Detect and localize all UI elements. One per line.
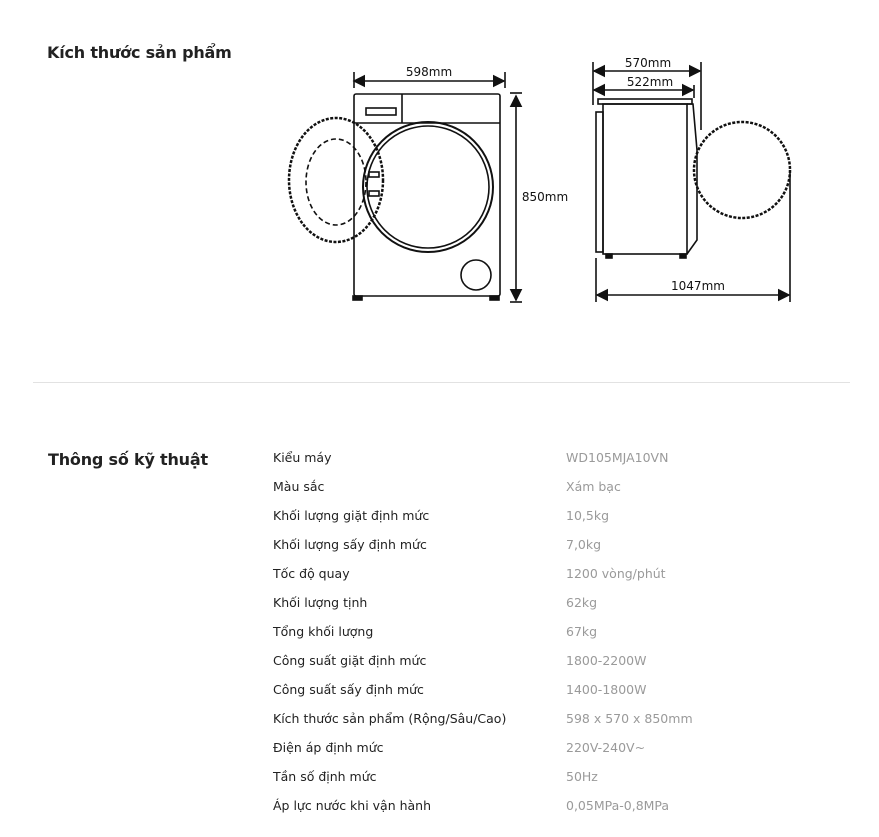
spec-value: 67kg <box>566 624 598 639</box>
depth-total-label: 570mm <box>625 56 671 70</box>
spec-label: Tần số định mức <box>273 769 377 784</box>
spec-row: Tốc độ quay 1200 vòng/phút <box>273 565 693 594</box>
spec-label: Khối lượng tịnh <box>273 595 368 610</box>
height-label: 850mm <box>522 190 568 204</box>
spec-value: Xám bạc <box>566 479 621 494</box>
spec-label: Công suất sấy định mức <box>273 682 424 697</box>
spec-row: Áp lực nước khi vận hành 0,05MPa-0,8MPa <box>273 797 693 826</box>
side-view <box>592 62 792 302</box>
spec-value: 220V-240V~ <box>566 740 646 755</box>
spec-label: Kiểu máy <box>273 450 332 465</box>
spec-label: Màu sắc <box>273 479 325 494</box>
spec-row: Kiểu máy WD105MJA10VN <box>273 449 693 478</box>
spec-row: Kích thước sản phẩm (Rộng/Sâu/Cao) 598 x … <box>273 710 693 739</box>
dimensions-title: Kích thước sản phẩm <box>47 43 232 62</box>
spec-row: Công suất giặt định mức 1800-2200W <box>273 652 693 681</box>
spec-row: Điện áp định mức 220V-240V~ <box>273 739 693 768</box>
spec-value: 50Hz <box>566 769 598 784</box>
spec-label: Tốc độ quay <box>273 566 350 581</box>
spec-label: Áp lực nước khi vận hành <box>273 798 432 813</box>
spec-row: Màu sắc Xám bạc <box>273 478 693 507</box>
depth-door-open-label: 1047mm <box>671 279 725 293</box>
spec-value: 7,0kg <box>566 537 602 552</box>
spec-label: Công suất giặt định mức <box>273 653 427 668</box>
spec-row: Khối lượng sấy định mức 7,0kg <box>273 536 693 565</box>
spec-value: 0,05MPa-0,8MPa <box>566 798 670 813</box>
front-view <box>287 72 523 303</box>
spec-value: 598 x 570 x 850mm <box>566 711 693 726</box>
spec-value: 62kg <box>566 595 598 610</box>
spec-label: Tổng khối lượng <box>273 624 374 639</box>
spec-value: 10,5kg <box>566 508 610 523</box>
spec-label: Kích thước sản phẩm (Rộng/Sâu/Cao) <box>273 711 507 726</box>
spec-label: Khối lượng giặt định mức <box>273 508 430 523</box>
section-divider <box>33 382 850 383</box>
spec-value: WD105MJA10VN <box>566 450 669 465</box>
specs-title: Thông số kỹ thuật <box>48 450 208 469</box>
spec-label: Khối lượng sấy định mức <box>273 537 427 552</box>
spec-row: Khối lượng tịnh 62kg <box>273 594 693 623</box>
spec-row: Tổng khối lượng 67kg <box>273 623 693 652</box>
spec-value: 1400-1800W <box>566 682 647 697</box>
spec-row: Tần số định mức 50Hz <box>273 768 693 797</box>
spec-value: 1200 vòng/phút <box>566 566 666 581</box>
width-label: 598mm <box>406 65 452 79</box>
spec-value: 1800-2200W <box>566 653 647 668</box>
depth-body-label: 522mm <box>627 75 673 89</box>
spec-label: Điện áp định mức <box>273 740 384 755</box>
dimension-diagram: 598mm 850mm 570mm 522mm 1047mm <box>287 56 792 303</box>
spec-row: Công suất sấy định mức 1400-1800W <box>273 681 693 710</box>
spec-row: Khối lượng giặt định mức 10,5kg <box>273 507 693 536</box>
